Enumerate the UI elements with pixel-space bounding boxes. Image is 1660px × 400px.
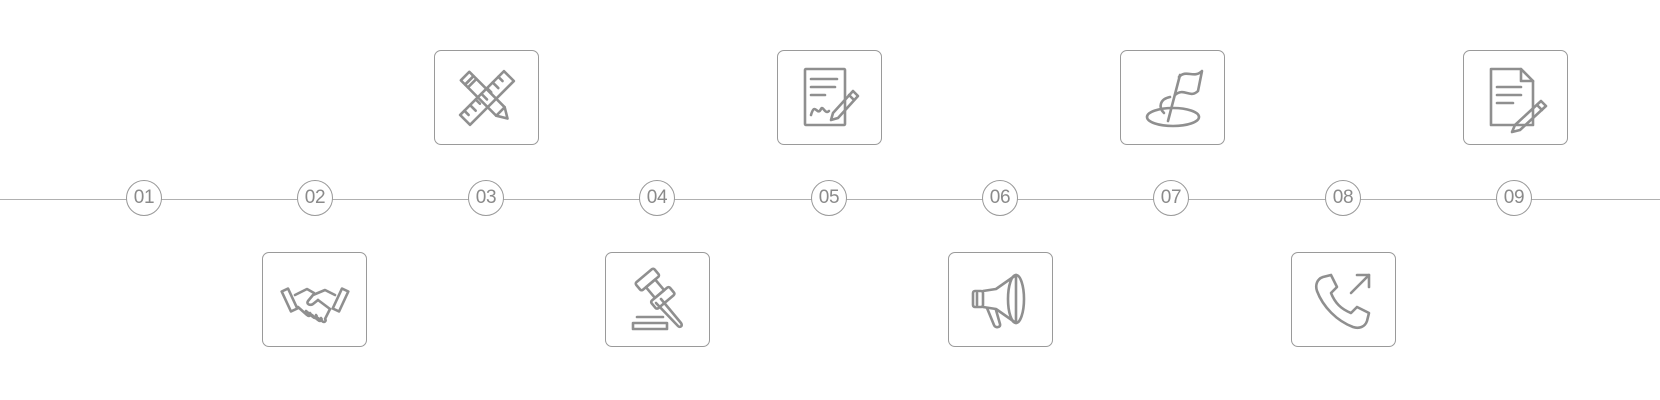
step-circle-08: 08 [1325, 180, 1361, 216]
gavel-icon [631, 266, 683, 330]
step-09-icon-box [1463, 50, 1568, 145]
signed-document-icon [803, 67, 859, 126]
step-circle-01: 01 [126, 180, 162, 216]
step-04-icon-box [605, 252, 710, 347]
step-07-icon-box [1120, 50, 1225, 145]
step-circle-07: 07 [1153, 180, 1189, 216]
step-circle-04: 04 [639, 180, 675, 216]
step-03-icon-box [434, 50, 539, 145]
flag-target-icon [1145, 69, 1203, 127]
step-08-icon-box [1291, 252, 1396, 347]
step-circle-03: 03 [468, 180, 504, 216]
document-edit-icon [1489, 67, 1547, 133]
handshake-icon [279, 286, 350, 323]
step-circle-09: 09 [1496, 180, 1532, 216]
step-06-icon-box [948, 252, 1053, 347]
pencil-ruler-icon [458, 69, 515, 126]
step-circle-02: 02 [297, 180, 333, 216]
megaphone-icon [971, 273, 1025, 328]
phone-outgoing-icon [1314, 273, 1370, 329]
step-05-icon-box [777, 50, 882, 145]
step-circle-05: 05 [811, 180, 847, 216]
step-02-icon-box [262, 252, 367, 347]
step-circle-06: 06 [982, 180, 1018, 216]
